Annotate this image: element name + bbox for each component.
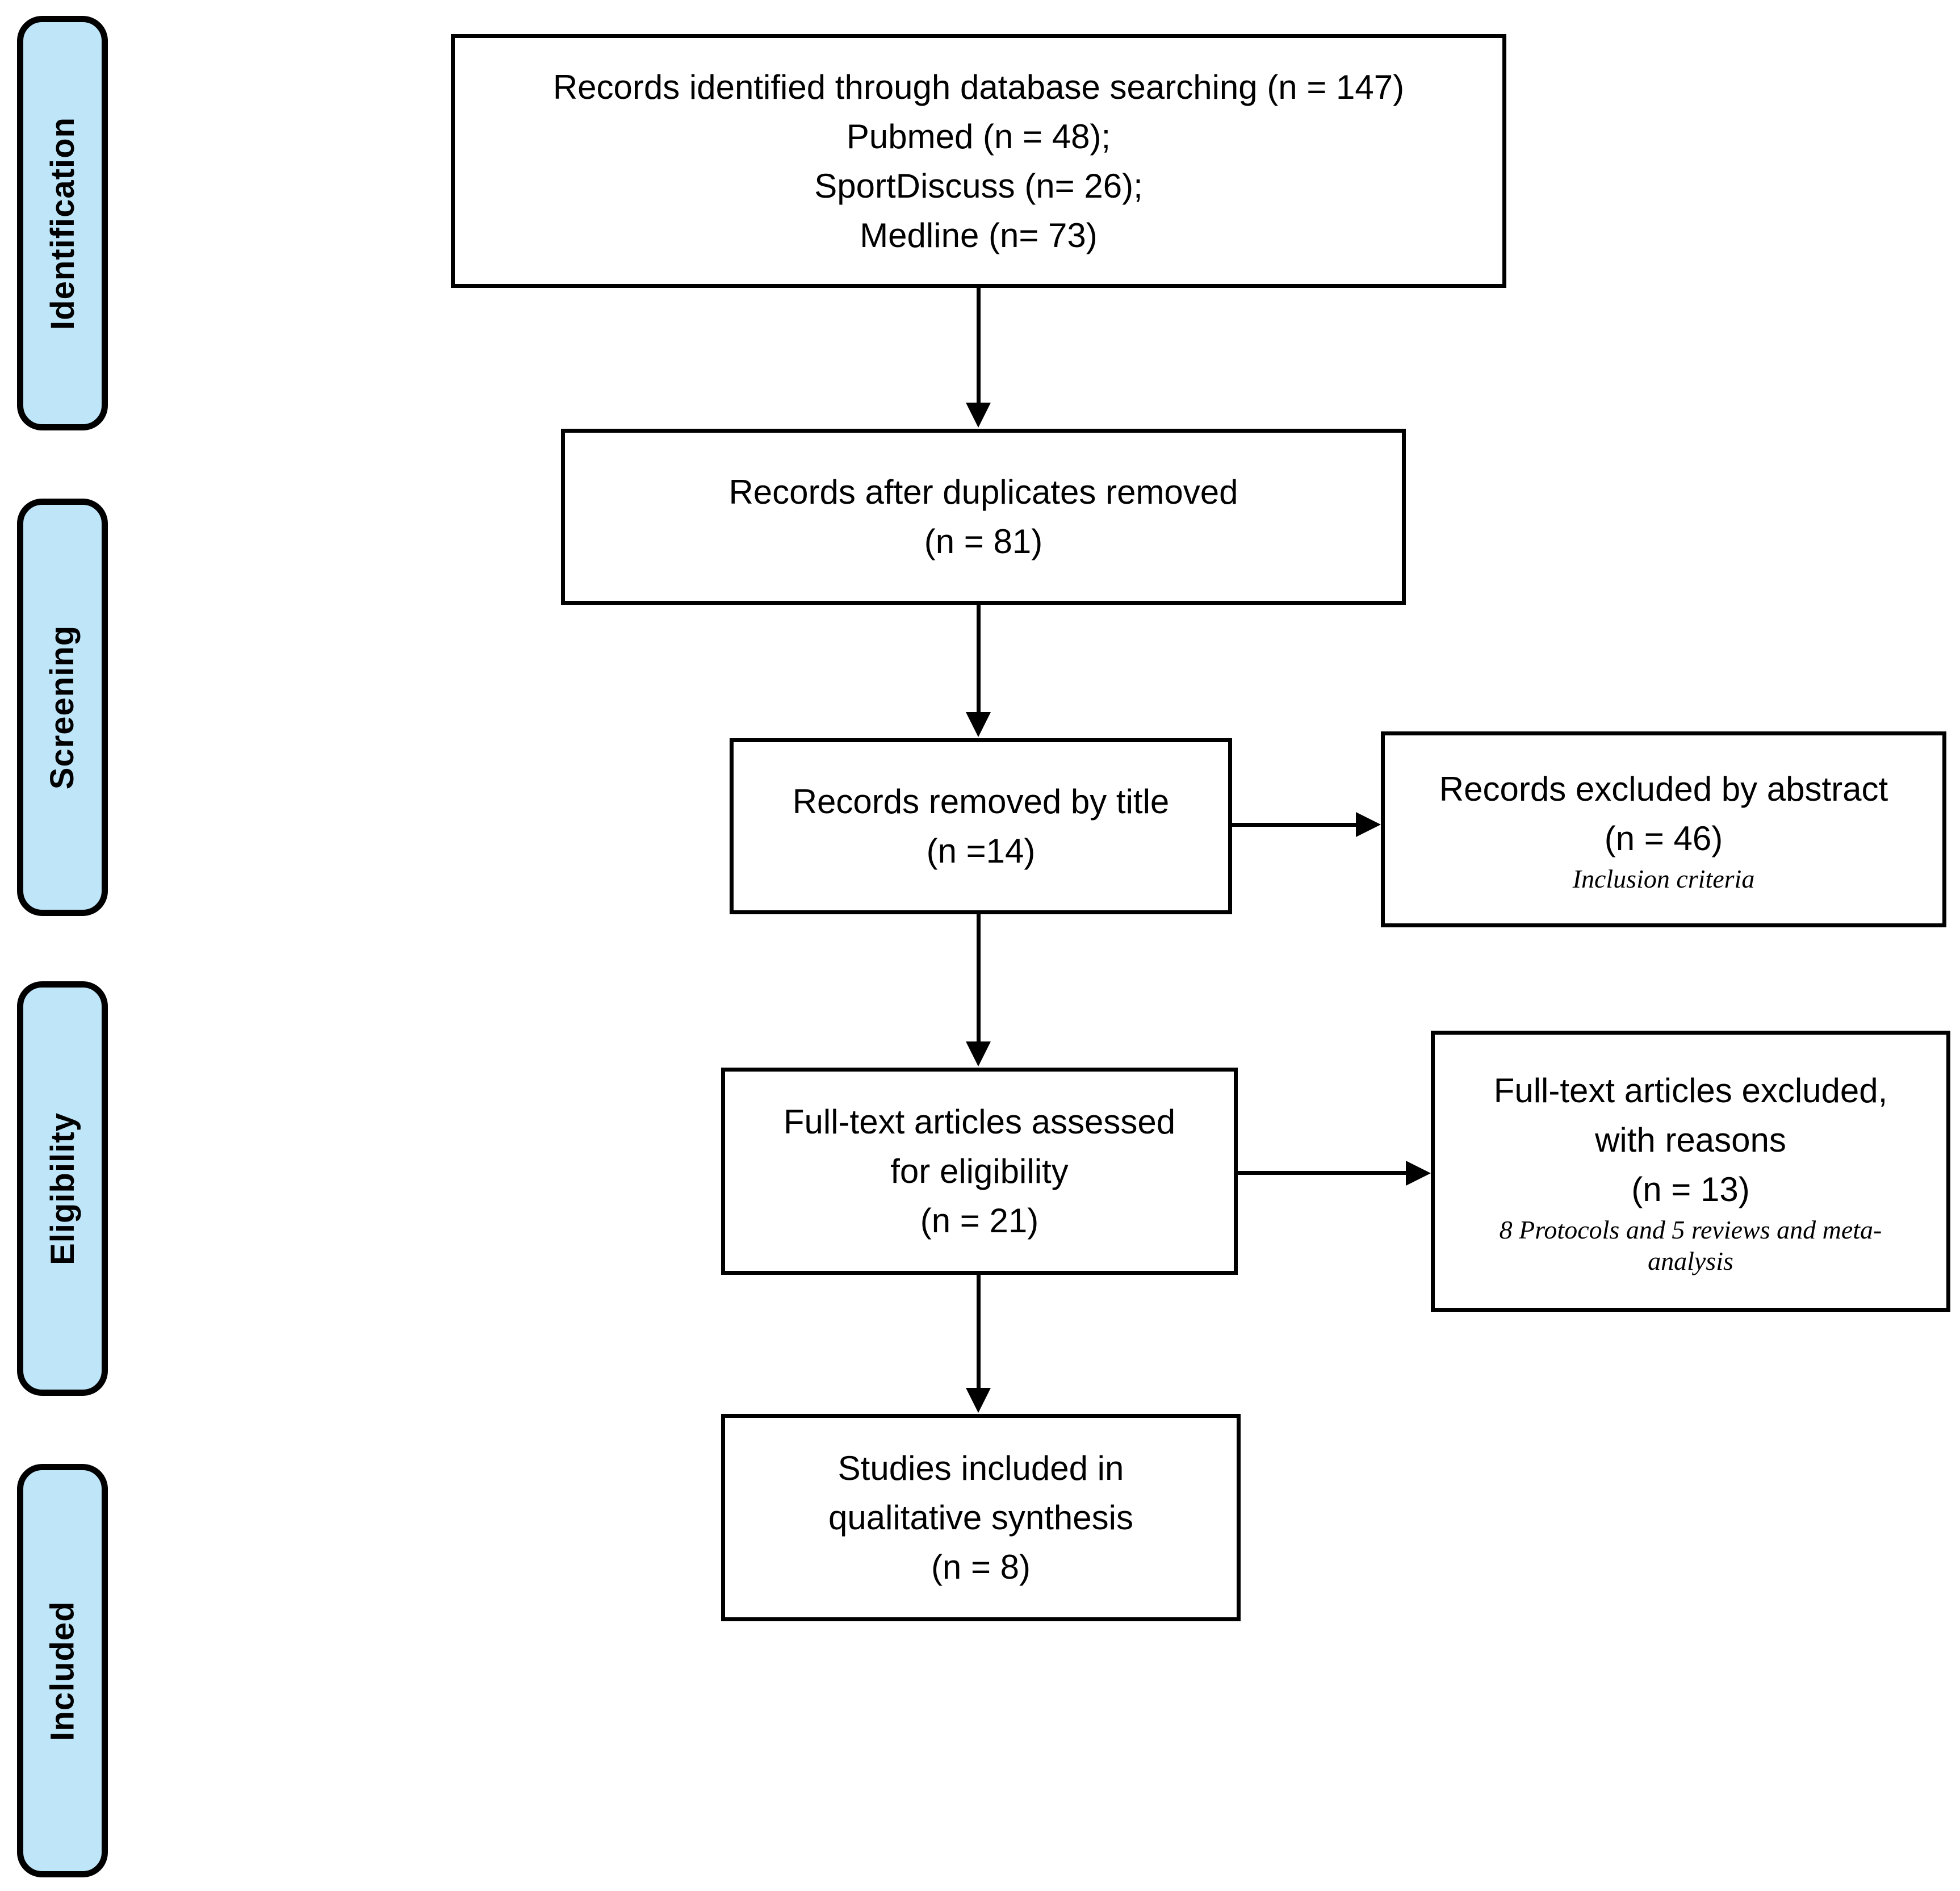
- fulltext-assessed-line-3: (n = 21): [920, 1202, 1039, 1240]
- fulltext-assessed-box: Full-text articles assessed for eligibil…: [721, 1068, 1238, 1275]
- fulltext-assessed-line-2: for eligibility: [890, 1152, 1069, 1190]
- identification-line-1: Records identified through database sear…: [552, 68, 1405, 106]
- stage-box-eligibility: Eligibility: [17, 981, 108, 1396]
- stage-box-identification: Identification: [17, 16, 108, 430]
- arrow-line: [1232, 823, 1356, 827]
- fulltext-assessed-line-1: Full-text articles assessed: [783, 1103, 1176, 1141]
- identification-line-3: SportDiscuss (n= 26);: [814, 166, 1143, 205]
- duplicates-line-2: (n = 81): [924, 522, 1043, 560]
- fulltext-excluded-note: 8 Protocols and 5 reviews and meta-analy…: [1499, 1215, 1882, 1275]
- studies-included-line-1: Studies included in: [837, 1449, 1124, 1487]
- identification-line-2: Pubmed (n = 48);: [846, 117, 1111, 156]
- arrow-line: [977, 605, 981, 714]
- stage-label-included: Included: [44, 1600, 81, 1741]
- abstract-excluded-note: Inclusion criteria: [1572, 864, 1755, 893]
- studies-included-line-3: (n = 8): [931, 1548, 1031, 1586]
- arrow-head-down-icon: [966, 1041, 991, 1066]
- duplicates-line-1: Records after duplicates removed: [728, 473, 1238, 511]
- records-excluded-by-abstract-box: Records excluded by abstract (n = 46) In…: [1381, 731, 1946, 927]
- abstract-excluded-line-1: Records excluded by abstract: [1439, 769, 1888, 808]
- arrow-head-down-icon: [966, 403, 991, 428]
- identification-box: Records identified through database sear…: [451, 34, 1506, 288]
- abstract-excluded-line-2: (n = 46): [1604, 819, 1723, 857]
- arrow-line: [977, 288, 981, 405]
- fulltext-excluded-line-3: (n = 13): [1631, 1170, 1750, 1208]
- records-removed-by-title-box: Records removed by title (n =14): [730, 738, 1232, 914]
- studies-included-line-2: qualitative synthesis: [828, 1499, 1133, 1537]
- title-removed-line-1: Records removed by title: [792, 783, 1170, 821]
- arrow-head-down-icon: [966, 1388, 991, 1413]
- stage-label-screening: Screening: [44, 625, 81, 790]
- duplicates-removed-box: Records after duplicates removed (n = 81…: [561, 429, 1406, 605]
- arrow-line: [977, 1275, 981, 1390]
- stage-box-included: Included: [17, 1464, 108, 1877]
- studies-included-box: Studies included in qualitative synthesi…: [721, 1414, 1241, 1621]
- arrow-head-right-icon: [1356, 812, 1381, 837]
- stage-label-identification: Identification: [44, 116, 81, 330]
- stage-box-screening: Screening: [17, 499, 108, 916]
- fulltext-excluded-line-1: Full-text articles excluded,: [1493, 1071, 1888, 1110]
- fulltext-excluded-line-2: with reasons: [1595, 1120, 1786, 1159]
- arrow-head-down-icon: [966, 712, 991, 737]
- title-removed-line-2: (n =14): [926, 832, 1036, 870]
- arrow-head-right-icon: [1406, 1161, 1431, 1186]
- arrow-line: [977, 914, 981, 1044]
- identification-line-4: Medline (n= 73): [860, 216, 1098, 254]
- fulltext-excluded-box: Full-text articles excluded, with reason…: [1431, 1031, 1950, 1312]
- arrow-line: [1238, 1171, 1407, 1175]
- stage-label-eligibility: Eligibility: [44, 1112, 81, 1265]
